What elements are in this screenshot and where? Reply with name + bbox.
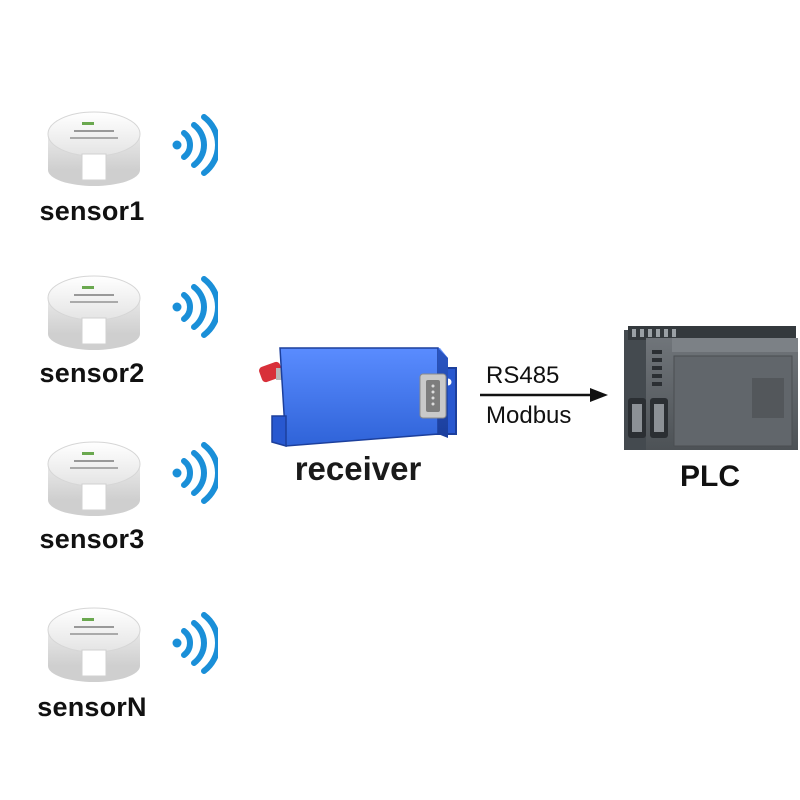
wireless-signal-icon bbox=[172, 276, 218, 338]
sensor-label: sensor1 bbox=[39, 196, 145, 226]
receiver-device-icon bbox=[259, 347, 457, 447]
plc-label: PLC bbox=[680, 460, 740, 493]
protocol-modbus-label: Modbus bbox=[486, 402, 572, 429]
sensor-label: sensor3 bbox=[39, 524, 145, 554]
sensor-device-icon bbox=[47, 275, 141, 350]
arrow-right-icon bbox=[480, 388, 608, 402]
sensor-device-icon bbox=[47, 111, 141, 186]
sensor-label: sensorN bbox=[37, 692, 147, 722]
wireless-signal-icon bbox=[172, 442, 218, 504]
receiver-label: receiver bbox=[294, 450, 422, 487]
wireless-signal-icon bbox=[172, 612, 218, 674]
protocol-rs485-label: RS485 bbox=[486, 362, 560, 389]
sensor-device-icon bbox=[47, 441, 141, 516]
wireless-signal-icon bbox=[172, 114, 218, 176]
plc-device-icon bbox=[624, 326, 798, 450]
sensor-device-icon bbox=[47, 607, 141, 682]
sensor-label: sensor2 bbox=[39, 358, 145, 388]
